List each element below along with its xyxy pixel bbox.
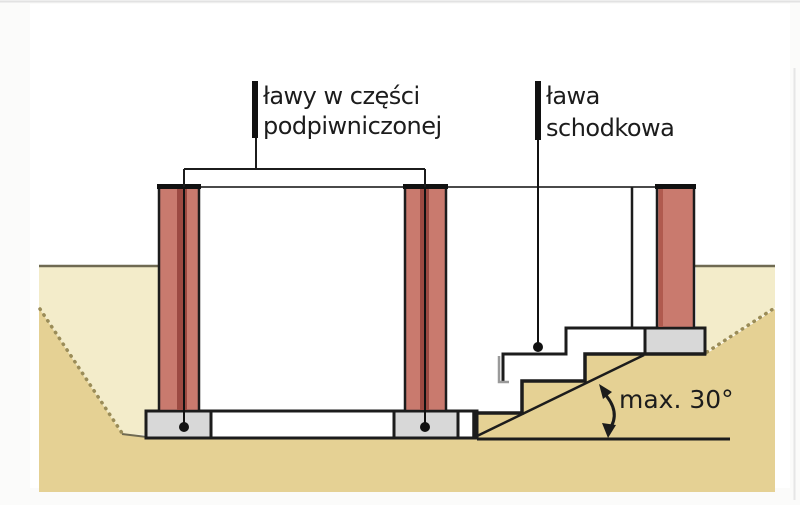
slope-dotted-line-right	[705, 307, 775, 354]
wall-right-stripe	[659, 189, 663, 327]
leader-dot-middle-footing	[420, 422, 430, 432]
wall-right	[655, 185, 696, 330]
trench-bottom-line	[121, 433, 148, 438]
angle-arrowhead-bottom	[602, 423, 616, 438]
label-basement-footings-bracket	[183, 138, 426, 187]
leader-dot-left-footing	[179, 422, 189, 432]
soil-step-profile-line	[472, 352, 706, 438]
stepped-band-segment-upper	[566, 328, 645, 354]
label-basement-footings: ławy w części podpiwniczonej	[179, 81, 442, 432]
stepped-band-outline	[501, 326, 705, 381]
wall-left	[157, 185, 201, 413]
label-stepped-footing-line1: ława	[546, 82, 600, 110]
label-basement-footings-line1: ławy w części	[263, 82, 420, 110]
excavation-left-wedge	[39, 266, 158, 435]
max-angle-label: max. 30°	[619, 385, 734, 414]
stepped-band-shadow-line	[497, 356, 509, 384]
wall-left-stripe	[177, 188, 187, 410]
label-basement-footings-line2: podpiwniczonej	[263, 112, 442, 140]
angle-arrowhead-top	[599, 384, 612, 399]
footing-left	[144, 409, 213, 440]
excavation-right-wedge	[696, 266, 775, 353]
stepped-band-segment-lower	[503, 354, 585, 381]
leader-dot-stepped-footing	[533, 342, 543, 352]
label-basement-footings-bar	[252, 81, 258, 138]
slope-diagonal-line	[474, 353, 645, 439]
label-stepped-footing-line2: schodkowa	[546, 114, 674, 142]
label-stepped-footing-bar	[535, 81, 541, 140]
label-stepped-footing: ława schodkowa	[533, 81, 675, 352]
footing-right	[643, 326, 707, 356]
